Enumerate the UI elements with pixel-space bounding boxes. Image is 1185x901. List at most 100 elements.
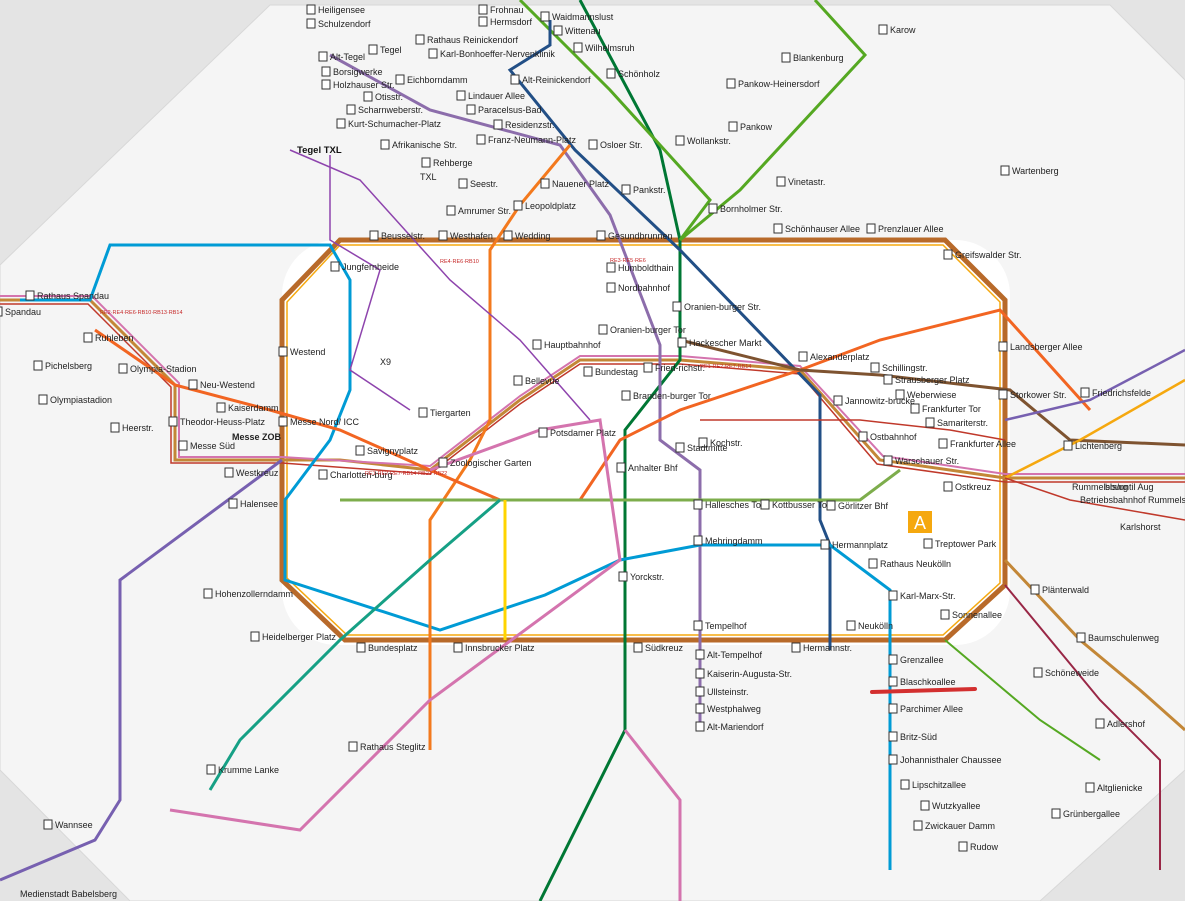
station-bornholmer[interactable]: Bornholmer Str. xyxy=(708,203,783,214)
station-oranienburger-tor[interactable]: Oranien-burger Tor xyxy=(598,324,686,335)
station-frankfurter-allee[interactable]: Frankfurter Allee xyxy=(938,438,1016,449)
station-parchimer[interactable]: Parchimer Allee xyxy=(888,703,963,714)
station-leopoldplatz[interactable]: Leopoldplatz xyxy=(513,200,577,211)
station-plaenterwald[interactable]: Plänterwald xyxy=(1030,584,1089,595)
station-suedkreuz[interactable]: Südkreuz xyxy=(633,642,684,653)
station-waidmannslust[interactable]: Waidmannslust xyxy=(540,11,614,22)
station-weberwiese[interactable]: Weberwiese xyxy=(895,389,956,400)
station-messe-nord[interactable]: Messe Nord/ ICC xyxy=(278,416,360,427)
station-hermannplatz[interactable]: Hermannplatz xyxy=(820,539,889,550)
station-stadtmitte[interactable]: Stadtmitte xyxy=(675,442,728,453)
station-nordbahnhof[interactable]: Nordbahnhof xyxy=(606,282,671,293)
station-adlershof[interactable]: Adlershof xyxy=(1095,718,1146,729)
station-pankstr[interactable]: Pankstr. xyxy=(621,184,666,195)
station-gesundbrunnen[interactable]: Gesundbrunnen xyxy=(596,230,673,241)
label-tegel-airport[interactable]: Tegel TXL xyxy=(297,145,342,156)
station-rathaus-reinick[interactable]: Rathaus Reinickendorf xyxy=(415,34,519,45)
station-schoeneweide[interactable]: Schöneweide xyxy=(1033,667,1099,678)
station-hallesches-tor[interactable]: Hallesches Tor xyxy=(693,499,764,510)
station-karow[interactable]: Karow xyxy=(878,24,916,35)
station-bundesplatz[interactable]: Bundesplatz xyxy=(356,642,418,653)
station-johannisthaler[interactable]: Johannisthaler Chaussee xyxy=(888,754,1002,765)
station-oranienburger-str[interactable]: Oranien-burger Str. xyxy=(672,301,761,312)
station-heidelberger[interactable]: Heidelberger Platz xyxy=(250,631,337,642)
station-lindauer[interactable]: Lindauer Allee xyxy=(456,90,525,101)
station-jannowitz[interactable]: Jannowitz-brücke xyxy=(833,395,915,406)
station-alexanderplatz[interactable]: Alexanderplatz xyxy=(798,351,870,362)
station-paracelsus[interactable]: Paracelsus-Bad xyxy=(466,104,542,115)
station-vinetastr[interactable]: Vinetastr. xyxy=(776,176,825,187)
station-pankow[interactable]: Pankow xyxy=(728,121,773,132)
station-hermannstr[interactable]: Hermannstr. xyxy=(791,642,852,653)
station-alt-tempelhof[interactable]: Alt-Tempelhof xyxy=(695,649,763,660)
station-olympia-stadion[interactable]: Olympia-Stadion xyxy=(118,363,197,374)
station-bellevue[interactable]: Bellevue xyxy=(513,375,560,386)
station-kurt-schumacher[interactable]: Kurt-Schumacher-Platz xyxy=(336,118,442,129)
station-hauptbahnhof[interactable]: Hauptbahnhof xyxy=(532,339,601,350)
station-pichelsberg[interactable]: Pichelsberg xyxy=(33,360,92,371)
station-westphalweg[interactable]: Westphalweg xyxy=(695,703,761,714)
station-innsbrucker[interactable]: Innsbrucker Platz xyxy=(453,642,535,653)
station-warschauer[interactable]: Warschauer Str. xyxy=(883,455,959,466)
station-ostbahnhof[interactable]: Ostbahnhof xyxy=(858,431,917,442)
station-rehberge[interactable]: Rehberge xyxy=(421,157,473,168)
station-theodor-heuss[interactable]: Theodor-Heuss-Platz xyxy=(168,416,266,427)
station-charlottenburg[interactable]: Charlotten-burg xyxy=(318,469,393,480)
station-frankfurter-tor[interactable]: Frankfurter Tor xyxy=(910,403,981,414)
station-jungfernheide[interactable]: Jungfernheide xyxy=(330,261,399,272)
station-franz-neumann[interactable]: Franz-Neumann-Platz xyxy=(476,134,577,145)
station-kaiserdamm[interactable]: Kaiserdamm xyxy=(216,402,279,413)
station-strausberger[interactable]: Strausberger Platz xyxy=(883,374,970,385)
station-friedrichsfelde[interactable]: Friedrichsfelde xyxy=(1080,387,1151,398)
station-westend[interactable]: Westend xyxy=(278,346,325,357)
station-schoenhauser[interactable]: Schönhauser Allee xyxy=(773,223,860,234)
station-pankow-heinersdorf[interactable]: Pankow-Heinersdorf xyxy=(726,78,820,89)
station-neu-westend[interactable]: Neu-Westend xyxy=(188,379,255,390)
station-altglienicke[interactable]: Altglienicke xyxy=(1085,782,1143,793)
station-schulzendorf[interactable]: Schulzendorf xyxy=(306,18,371,29)
station-eichbornd[interactable]: Eichborndamm xyxy=(395,74,468,85)
station-karl-bonhoeffer[interactable]: Karl-Bonhoeffer-Nervenklinik xyxy=(428,48,555,59)
station-tegel[interactable]: Tegel xyxy=(368,44,402,55)
station-hermsdorf[interactable]: Hermsdorf xyxy=(478,16,533,27)
station-schoenholz[interactable]: Schönholz xyxy=(606,68,661,79)
station-gruenau[interactable]: Grünbergallee xyxy=(1051,808,1120,819)
station-tempelhof[interactable]: Tempelhof xyxy=(693,620,747,631)
station-savignyplatz[interactable]: Savignyplatz xyxy=(355,445,419,456)
station-wutzkyallee[interactable]: Wutzkyallee xyxy=(920,800,980,811)
station-wilhelmsruh[interactable]: Wilhelmsruh xyxy=(573,42,635,53)
station-storkower[interactable]: Storkower Str. xyxy=(998,389,1067,400)
station-alt-tegel[interactable]: Alt-Tegel xyxy=(318,51,365,62)
station-spandau[interactable]: Spandau xyxy=(0,306,41,317)
station-rathaus-steglitz[interactable]: Rathaus Steglitz xyxy=(348,741,426,752)
station-kottbusser[interactable]: Kottbusser Tor xyxy=(760,499,830,510)
station-brandenburger-tor[interactable]: Branden-burger Tor xyxy=(621,390,711,401)
station-greifswalder[interactable]: Greifswalder Str. xyxy=(943,249,1022,260)
station-scharnweber[interactable]: Scharnweberstr. xyxy=(346,104,423,115)
station-rathaus-neukoelln[interactable]: Rathaus Neukölln xyxy=(868,558,951,569)
station-mehringdamm[interactable]: Mehringdamm xyxy=(693,535,763,546)
station-schillingstr[interactable]: Schillingstr. xyxy=(870,362,928,373)
station-hackescher[interactable]: Hackescher Markt xyxy=(677,337,762,348)
station-treptower[interactable]: Treptower Park xyxy=(923,538,997,549)
station-borsigwerke[interactable]: Borsigwerke xyxy=(321,66,383,77)
station-zoo[interactable]: Zoologischer Garten xyxy=(438,457,532,468)
station-halensee[interactable]: Halensee xyxy=(228,498,278,509)
station-wedding[interactable]: Wedding xyxy=(503,230,550,241)
station-residenzstr[interactable]: Residenzstr. xyxy=(493,119,555,130)
station-humboldthain[interactable]: Humboldthain xyxy=(606,262,674,273)
station-baumschulenweg[interactable]: Baumschulenweg xyxy=(1076,632,1159,643)
station-lichtenberg[interactable]: Lichtenberg xyxy=(1063,440,1122,451)
station-blaschkoallee[interactable]: Blaschkoallee xyxy=(888,676,956,687)
station-nauener[interactable]: Nauener Platz xyxy=(540,178,610,189)
station-goerlitzer[interactable]: Görlitzer Bhf xyxy=(826,500,889,511)
station-alt-reinickendorf[interactable]: Alt-Reinickendorf xyxy=(510,74,591,85)
station-potsdamer[interactable]: Potsdamer Platz xyxy=(538,427,617,438)
station-wittenau[interactable]: Wittenau xyxy=(553,25,601,36)
station-krumme-lanke[interactable]: Krumme Lanke xyxy=(206,764,279,775)
station-yorckstr[interactable]: Yorckstr. xyxy=(618,571,664,582)
station-messe-sued[interactable]: Messe Süd xyxy=(178,440,235,451)
station-seestr[interactable]: Seestr. xyxy=(458,178,498,189)
station-blankenburg[interactable]: Blankenburg xyxy=(781,52,844,63)
station-zwickauer[interactable]: Zwickauer Damm xyxy=(913,820,995,831)
